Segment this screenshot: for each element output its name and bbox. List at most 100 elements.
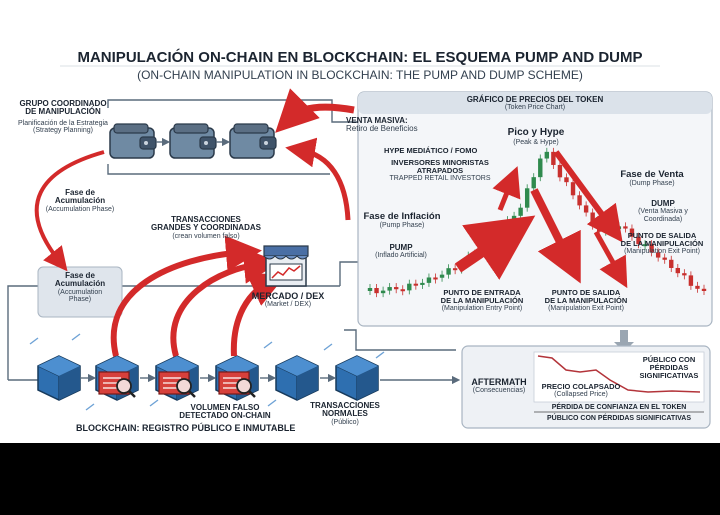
candle — [557, 164, 563, 178]
cube-icon — [275, 355, 319, 401]
label-line: (Market / DEX) — [264, 301, 312, 309]
label-line: DETECTADO ON-CHAIN — [179, 411, 271, 421]
candle — [649, 244, 654, 253]
label-line: GRANDES Y COORDINADAS — [151, 223, 261, 233]
label-line: DE LA MANIPULACIÓN — [620, 238, 704, 248]
peak-label: Pico y Hype (Peak & Hype) — [496, 127, 576, 146]
label-line: (Accumulation Phase) — [45, 205, 115, 213]
label-line: Acumulación — [54, 196, 106, 206]
candle — [629, 228, 635, 237]
label-line: (Collapsed Price) — [554, 390, 608, 398]
label-line: Acumulación — [54, 279, 106, 289]
market-label: MERCADO / DEX (Market / DEX) — [240, 291, 336, 309]
label-line: PUMP — [389, 243, 413, 252]
label-line: VENTA MASIVA: — [346, 116, 408, 125]
candle — [577, 195, 582, 206]
public-loss-line: PÚBLICO CON PÉRDIDAS SIGNIFICATIVAS — [546, 415, 692, 422]
candle — [531, 177, 536, 189]
collapsed-price-label: PRECIO COLAPSADO (Collapsed Price) — [538, 383, 624, 398]
candle — [367, 288, 373, 291]
exit-point-label: PUNTO DE SALIDA DE LA MANIPULACIÓN (Mani… — [534, 289, 638, 312]
exit-point-right-label: PUNTO DE SALIDA DE LA MANIPULACIÓN (Mani… — [612, 232, 712, 255]
retail-label: INVERSORES MINORISTAS ATRAPADOS TRAPPED … — [386, 159, 494, 182]
aftermath-label: AFTERMATH (Consecuencias) — [464, 377, 534, 395]
label-line: INVERSORES MINORISTAS — [391, 158, 489, 167]
candle — [452, 268, 458, 271]
candle — [544, 151, 550, 159]
label-line: NORMALES — [322, 409, 368, 419]
hype-label: HYPE MEDIÁTICO / FOMO — [384, 146, 478, 155]
label-line: Fase de — [65, 271, 95, 280]
label-line: PUNTO DE SALIDA — [627, 231, 697, 240]
candle — [538, 158, 543, 178]
candle — [695, 285, 700, 289]
label-line: PÚBLICO CON — [642, 355, 696, 364]
group-title-line: DE MANIPULACIÓN — [25, 107, 101, 117]
candle — [603, 226, 608, 232]
candle — [623, 226, 628, 229]
public-loss-label: PÚBLICO CON PÉRDIDAS SIGNIFICATIVAS — [630, 356, 708, 380]
candle — [590, 212, 595, 226]
candle — [511, 215, 517, 221]
label-line: PUNTO DE SALIDA — [551, 288, 621, 297]
label-line: (Accumulation — [57, 288, 103, 296]
label-line: ATRAPADOS — [416, 165, 464, 175]
label-line: MERCADO / DEX — [251, 291, 325, 301]
label-line: (Inflado Artificial) — [375, 252, 427, 260]
candle — [518, 207, 523, 216]
label-line: (Público) — [331, 418, 359, 426]
candle — [374, 288, 379, 294]
candle — [669, 259, 674, 268]
candle — [655, 252, 661, 258]
label-line: PUNTO DE ENTRADA — [443, 288, 521, 297]
candle — [433, 277, 438, 280]
label-line: DE LA MANIPULACIÓN — [544, 295, 628, 305]
cube-icon — [96, 356, 138, 400]
label-line: (Manipulation Entry Point) — [441, 304, 523, 312]
label-line: Coordinada) — [643, 215, 683, 223]
cube-icon — [37, 355, 81, 401]
label-line: Fase de Venta — [620, 169, 684, 180]
sale-phase-label: Fase de Venta (Dump Phase) — [612, 170, 692, 187]
label-line: TRANSACCIONES — [310, 401, 380, 410]
group-title: GRUPO COORDINADO DE MANIPULACIÓN — [8, 99, 118, 117]
candle — [662, 257, 667, 260]
label-line: Phase) — [68, 296, 92, 304]
candle — [400, 289, 405, 292]
accumulation-arrow-label: Fase de Acumulación (Accumulation Phase) — [30, 188, 130, 213]
fake-volume-label: VOLUMEN FALSO DETECTADO ON-CHAIN — [170, 403, 280, 421]
mass-sale-label: VENTA MASIVA: Retiro de Beneficios — [346, 116, 446, 134]
label-line: TRAPPED RETAIL INVESTORS — [389, 174, 491, 182]
dump-label: DUMP (Venta Masiva y Coordinada) — [618, 199, 708, 223]
trust-loss-label: PÉRDIDA DE CONFIANZA EN EL TOKEN — [551, 404, 687, 411]
transactions-label: TRANSACCIONES GRANDES Y COORDINADAS (cre… — [136, 215, 276, 240]
label-line: PÉRDIDAS — [649, 362, 689, 372]
label-line: SIGNIFICATIVAS — [639, 370, 699, 380]
entry-point-label: PUNTO DE ENTRADA DE LA MANIPULACIÓN (Man… — [430, 289, 534, 312]
cube-icon — [156, 356, 198, 400]
chart-subtitle: (Token Price Chart) — [504, 104, 566, 112]
label-line: (Manipulation Exit Point) — [624, 247, 700, 255]
label-line: (Venta Masiva y — [638, 208, 688, 216]
label-line: DUMP — [651, 199, 675, 208]
storefront-icon — [263, 245, 309, 287]
label-line: Fase de Inflación — [363, 211, 441, 222]
label-line: (Manipulation Exit Point) — [548, 304, 624, 312]
candle — [524, 188, 530, 208]
normal-transactions-label: TRANSACCIONES NORMALES (Público) — [300, 401, 390, 426]
candle — [688, 275, 694, 286]
candle — [583, 205, 589, 213]
candle — [675, 267, 681, 274]
candle — [380, 290, 386, 294]
candle — [597, 225, 602, 232]
group-title-line: GRUPO COORDINADO — [19, 99, 107, 108]
page-subtitle: (ON-CHAIN MANIPULATION IN BLOCKCHAIN: TH… — [137, 68, 583, 82]
cube-icon — [216, 356, 258, 400]
candle — [446, 268, 451, 275]
candle — [642, 244, 648, 247]
candle — [564, 177, 569, 183]
chart-title: GRÁFICO DE PRECIOS DEL TOKEN — [466, 95, 604, 104]
label-line: (Dump Phase) — [629, 179, 675, 187]
label-line: (Pump Phase) — [379, 221, 425, 229]
